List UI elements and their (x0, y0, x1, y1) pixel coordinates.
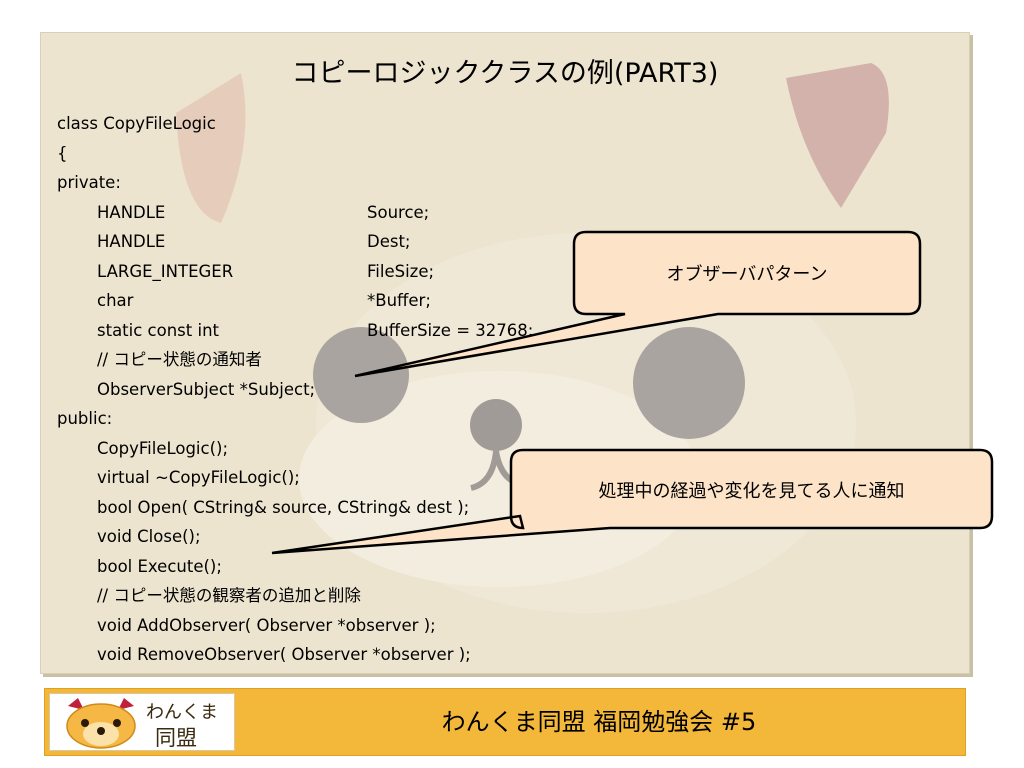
code-line: void RemoveObserver( Observer *observer … (57, 640, 937, 670)
logo-text-doumei: 同盟 (155, 726, 197, 750)
code-text: void AddObserver( Observer *observer ); (97, 615, 436, 635)
code-member-name: FileSize; (367, 261, 435, 281)
code-line: static const int BufferSize = 32768; (57, 316, 937, 346)
code-line: CopyFileLogic(); (57, 434, 937, 464)
code-line: void Close(); (57, 522, 937, 552)
code-text: public: (57, 409, 113, 428)
wankuma-logo: わんくま 同盟 (49, 693, 235, 751)
code-text: bool Execute(); (97, 556, 222, 576)
code-member-name: *Buffer; (367, 291, 431, 310)
code-line: // コピー状態の通知者 (57, 345, 937, 375)
code-line: char *Buffer; (57, 286, 937, 316)
code-member-name: Source; (367, 202, 430, 222)
code-line: ObserverSubject *Subject; (57, 375, 937, 405)
logo-text-wankuma: わんくま (146, 702, 218, 723)
code-member-name: Dest; (367, 232, 411, 251)
code-text: LARGE_INTEGER (97, 261, 234, 281)
code-text: HANDLE (97, 202, 166, 222)
content-panel: コピーロジッククラスの例(PART3) class CopyFileLogic {… (40, 32, 970, 674)
code-text: }; (57, 670, 73, 674)
code-line: bool Execute(); (57, 552, 937, 582)
footer-title: わんくま同盟 福岡勉強会 #5 (441, 708, 757, 736)
code-member-name: BufferSize = 32768; (367, 320, 534, 340)
code-line: HANDLE Source; (57, 198, 937, 228)
code-text: char (97, 291, 134, 310)
code-line: // コピー状態の観察者の追加と削除 (57, 581, 937, 611)
code-text: CopyFileLogic(); (97, 438, 229, 458)
code-text: // コピー状態の観察者の追加と削除 (97, 586, 361, 605)
code-text: bool Open( CString& source, CString& des… (97, 497, 470, 517)
code-text: // コピー状態の通知者 (97, 350, 262, 369)
code-text: void RemoveObserver( Observer *observer … (97, 645, 471, 664)
code-line: }; (57, 670, 937, 674)
code-text: class CopyFileLogic (57, 114, 216, 133)
code-text: HANDLE (97, 232, 166, 251)
slide-title: コピーロジッククラスの例(PART3) (291, 58, 719, 89)
code-line: void AddObserver( Observer *observer ); (57, 611, 937, 641)
bear-logo-icon (66, 698, 136, 749)
code-listing: class CopyFileLogic { private: HANDLE Source… (57, 109, 937, 674)
code-line: { (57, 139, 937, 169)
code-text: { (57, 143, 68, 163)
footer-bar: わんくま 同盟 わんくま同盟 福岡勉強会 #5 (44, 688, 966, 756)
code-line: HANDLE Dest; (57, 227, 937, 257)
code-text: void Close(); (97, 527, 201, 546)
code-text: private: (57, 173, 121, 192)
code-line: class CopyFileLogic (57, 109, 937, 139)
callout-observer-text: オブザーバパターン (666, 264, 828, 285)
code-text: virtual ~CopyFileLogic(); (97, 468, 300, 487)
code-text: static const int (97, 320, 219, 340)
callout-notify-text: 処理中の経過や変化を見てる人に通知 (598, 481, 905, 502)
code-line: public: (57, 404, 937, 434)
code-line: virtual ~CopyFileLogic(); (57, 463, 937, 493)
code-line: private: (57, 168, 937, 198)
code-text: ObserverSubject *Subject; (97, 379, 316, 399)
